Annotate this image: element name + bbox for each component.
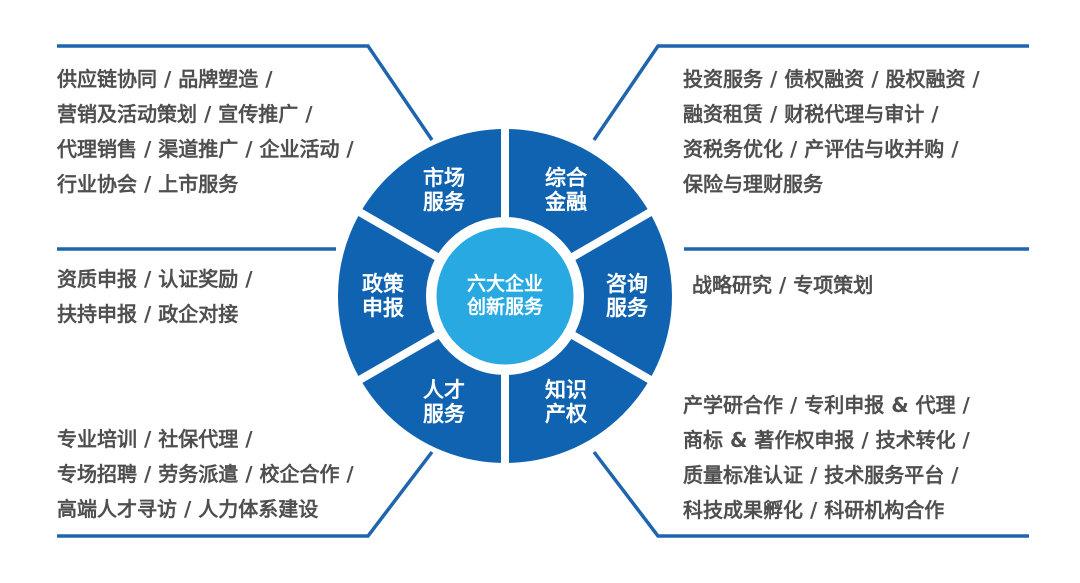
segment-label-text: 人才: [423, 378, 465, 402]
policy-details-block: 资质申报 / 认证奖励 / 扶持申报 / 政企对接: [57, 262, 253, 332]
service-line: 专场招聘 / 劳务派遣 / 校企合作 /: [57, 462, 354, 486]
service-line: 行业协会 / 上市服务: [57, 172, 239, 196]
segment-label-talent: 人才 服务: [423, 378, 466, 426]
service-line: 高端人才寻访 / 人力体系建设: [57, 497, 319, 521]
gap-lower-right: [567, 330, 657, 386]
connector-lines: [57, 44, 1029, 538]
segment-label-text: 综合: [545, 166, 588, 190]
segment-label-market: 市场 服务: [423, 166, 466, 214]
ip-details-block: 产学研合作 / 专利申报 & 代理 / 商标 & 著作权申报 / 技术转化 / …: [683, 388, 970, 528]
segment-label-consulting: 咨询 服务: [606, 272, 649, 320]
service-line: 质量标准认证 / 技术服务平台 /: [683, 463, 959, 487]
segment-label-text: 产权: [545, 402, 587, 426]
segment-label-text: 金融: [544, 190, 587, 214]
service-line: 融资租赁 / 财税代理与审计 /: [683, 102, 939, 126]
service-line: 扶持申报 / 政企对接: [57, 302, 239, 326]
finance-details-block: 投资服务 / 债权融资 / 股权融资 / 融资租赁 / 财税代理与审计 / 资税…: [683, 62, 980, 202]
service-line: 保险与理财服务: [683, 172, 823, 196]
ring-segment-gaps: [353, 124, 657, 468]
segment-label-text: 申报: [362, 296, 404, 320]
service-line: 投资服务 / 债权融资 / 股权融资 /: [683, 67, 980, 91]
center-badge-label: 六大企业 创新服务: [466, 272, 544, 318]
service-line: 营销及活动策划 / 宣传推广 /: [57, 102, 313, 126]
service-line: 战略研究 / 专项策划: [692, 273, 874, 297]
center-label-text: 创新服务: [466, 295, 544, 318]
connector-bottom-left: [57, 450, 434, 538]
segment-label-text: 咨询: [606, 272, 648, 296]
service-line: 资质申报 / 认证奖励 /: [57, 267, 253, 291]
gap-lower-left: [353, 330, 443, 386]
service-line: 科技成果孵化 / 科研机构合作: [683, 498, 945, 522]
gap-upper-right: [567, 206, 657, 262]
talent-details-block: 专业培训 / 社保代理 / 专场招聘 / 劳务派遣 / 校企合作 / 高端人才寻…: [57, 422, 354, 527]
segment-label-text: 服务: [423, 402, 466, 426]
connector-top-right: [592, 44, 1029, 141]
segment-label-text: 市场: [423, 166, 465, 190]
center-label-text: 六大企业: [467, 272, 543, 295]
connector-top-left: [57, 44, 434, 141]
market-details-block: 供应链协同 / 品牌塑造 / 营销及活动策划 / 宣传推广 / 代理销售 / 渠…: [57, 62, 354, 202]
consulting-details-block: 战略研究 / 专项策划: [692, 268, 873, 303]
service-line: 代理销售 / 渠道推广 / 企业活动 /: [57, 137, 354, 161]
service-line: 供应链协同 / 品牌塑造 /: [57, 67, 273, 91]
service-line: 专业培训 / 社保代理 /: [57, 427, 253, 451]
connector-bottom-right: [592, 450, 1029, 538]
service-line: 商标 & 著作权申报 / 技术转化 /: [683, 428, 970, 452]
segment-label-policy: 政策 申报: [362, 272, 405, 320]
center-circle: [431, 222, 579, 370]
service-line: 产学研合作 / 专利申报 & 代理 /: [683, 393, 970, 417]
segment-label-text: 政策: [362, 272, 405, 296]
segment-labels: 市场 服务 综合 金融 咨询 服务 知识 产权 人才 服务 政策 申报: [362, 166, 649, 426]
segment-label-text: 服务: [606, 296, 649, 320]
service-line: 资税务优化 / 产评估与收并购 /: [683, 137, 959, 161]
gap-upper-left: [353, 206, 443, 262]
segment-label-finance: 综合 金融: [544, 166, 588, 214]
segment-label-text: 知识: [545, 378, 587, 402]
segment-label-text: 服务: [423, 190, 466, 214]
segment-label-ip: 知识 产权: [545, 378, 587, 426]
